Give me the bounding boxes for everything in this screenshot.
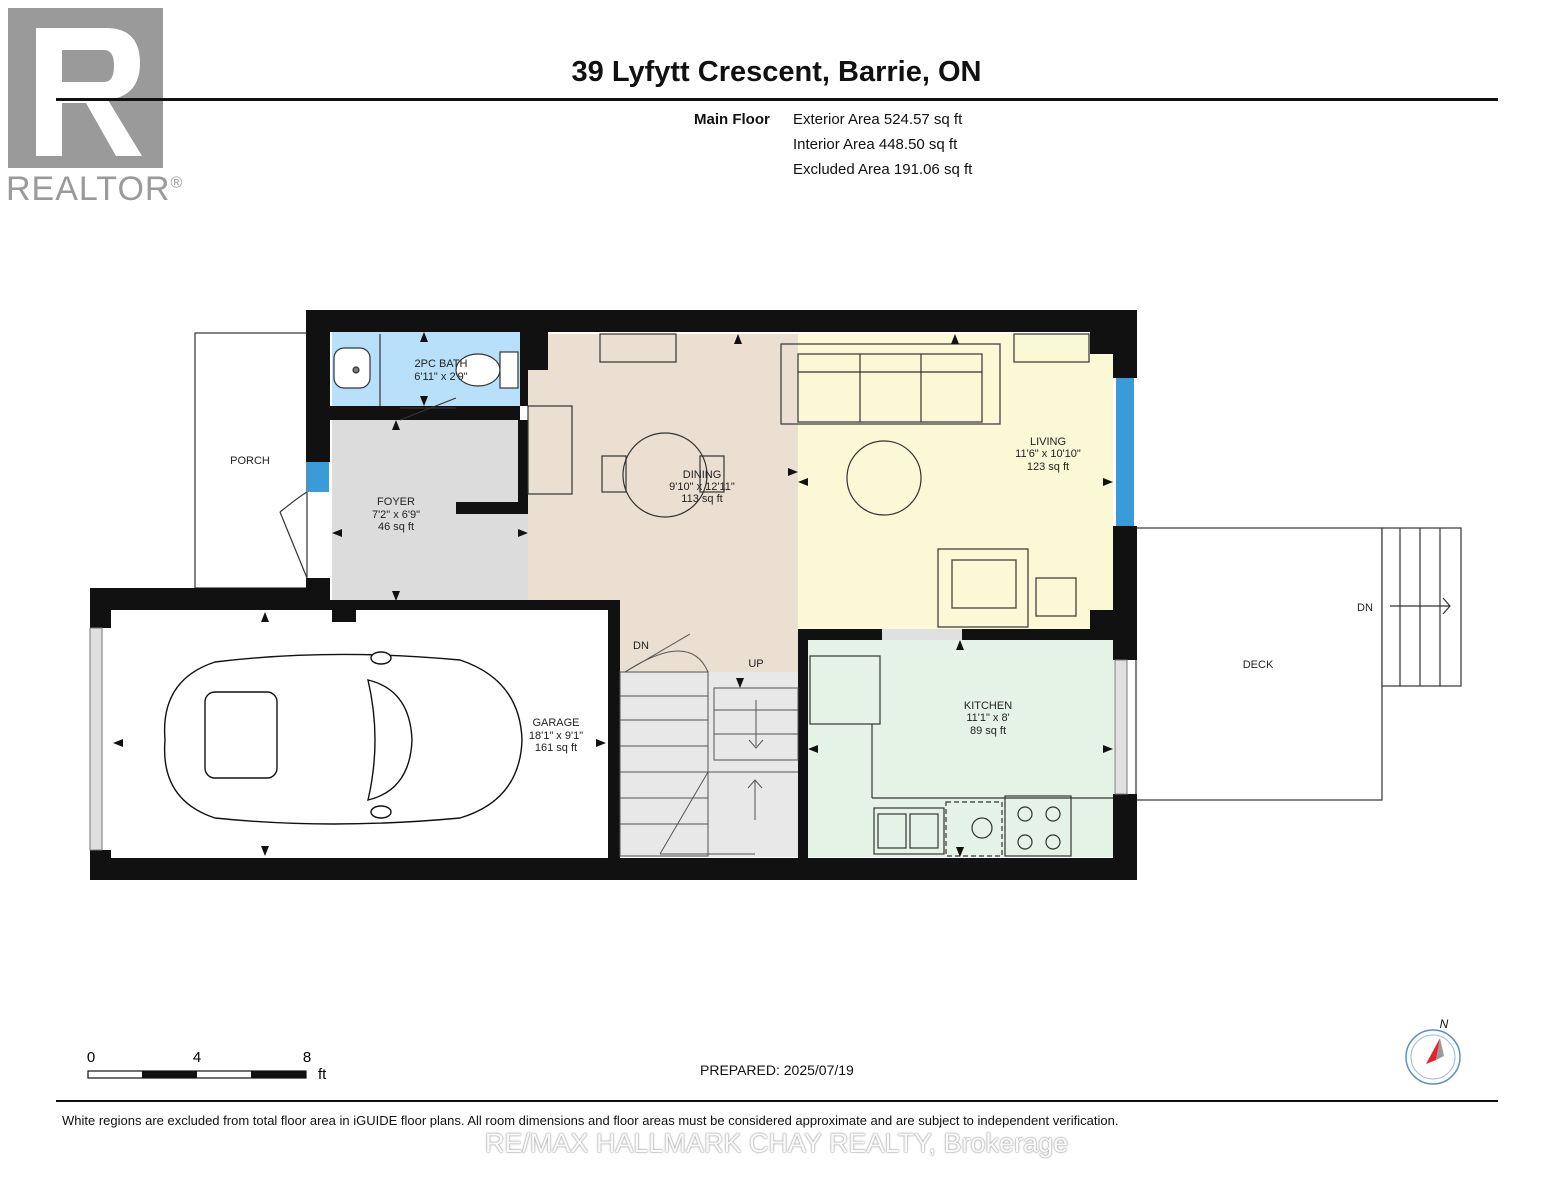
scale-label-0: 0	[87, 1049, 95, 1066]
room-dim-bath: 6'11" x 2'9"	[414, 371, 467, 383]
excluded-area: Excluded Area 191.06 sq ft	[793, 161, 973, 178]
prepared-date: PREPARED: 2025/07/19	[700, 1062, 854, 1078]
compass-north-label: N	[1440, 1017, 1449, 1031]
room-label-garage: GARAGE	[532, 717, 579, 729]
footer-rule	[56, 1100, 1498, 1102]
room-dim-garage: 18'1" x 9'1"	[529, 730, 583, 742]
room-dim-living: 11'6" x 10'10"	[1015, 448, 1081, 460]
interior-stairs	[619, 633, 799, 857]
scale-unit: ft	[318, 1066, 327, 1083]
room-dim-dining: 9'10" x 12'11"	[669, 481, 735, 493]
living-furniture	[780, 333, 1090, 628]
page-title: 39 Lyfytt Crescent, Barrie, ON	[571, 56, 982, 88]
brokerage-watermark: RE/MAX HALLMARK CHAY REALTY, Brokerage	[484, 1128, 1069, 1158]
entry-door	[279, 491, 308, 579]
room-label-foyer: FOYER	[377, 496, 415, 508]
room-area-living: 123 sq ft	[1027, 461, 1069, 473]
living-window	[1116, 378, 1134, 526]
room-label-deck: DECK	[1243, 659, 1274, 671]
interior-area: Interior Area 448.50 sq ft	[793, 136, 958, 153]
exterior-area: Exterior Area 524.57 sq ft	[793, 111, 963, 128]
dining-furniture	[527, 333, 725, 518]
stair-down-label: DN	[633, 640, 649, 652]
room-label-bath: 2PC BATH	[415, 358, 468, 370]
scale-bar: 0 4 8 ft	[87, 1049, 327, 1083]
deck-stair-down-label: DN	[1357, 602, 1373, 614]
realtor-wordmark: REALTOR®	[6, 170, 184, 208]
bath-fixtures	[333, 334, 519, 406]
deck-stairs	[1381, 527, 1462, 687]
stair-up-label: UP	[748, 658, 763, 670]
kitchen-opening	[882, 629, 962, 640]
scale-label-4: 4	[193, 1049, 201, 1066]
room-area-garage: 161 sq ft	[535, 742, 577, 754]
room-area-foyer: 46 sq ft	[378, 521, 414, 533]
dining-lower-fill	[619, 602, 798, 672]
kitchen-fixtures	[809, 655, 1113, 857]
living-fill	[798, 334, 1113, 629]
room-dim-foyer: 7'2" x 6'9"	[372, 509, 420, 521]
foyer-window	[307, 462, 329, 492]
room-label-living: LIVING	[1030, 436, 1066, 448]
dimension-arrows	[113, 332, 1113, 857]
header-rule	[56, 98, 1498, 101]
room-label-porch: PORCH	[230, 455, 270, 467]
compass-icon: N	[1405, 1017, 1461, 1085]
garage-window	[89, 627, 103, 851]
footer-disclaimer: White regions are excluded from total fl…	[62, 1113, 1119, 1128]
kitchen-window	[1114, 659, 1128, 795]
room-dim-kitchen: 11'1" x 8'	[966, 712, 1009, 724]
dining-fill	[528, 334, 798, 602]
kitchen-fill	[808, 640, 1114, 857]
porch	[194, 332, 308, 589]
realtor-logo	[8, 8, 163, 168]
room-area-kitchen: 89 sq ft	[970, 725, 1006, 737]
walls	[90, 310, 1137, 880]
deck	[1135, 527, 1383, 801]
bath-door	[399, 397, 457, 421]
room-area-dining: 113 sq ft	[681, 493, 722, 505]
room-label-dining: DINING	[683, 469, 722, 481]
scale-label-8: 8	[303, 1049, 311, 1066]
car-icon	[163, 651, 523, 825]
floor-label: Main Floor	[694, 111, 770, 128]
room-label-kitchen: KITCHEN	[964, 700, 1012, 712]
